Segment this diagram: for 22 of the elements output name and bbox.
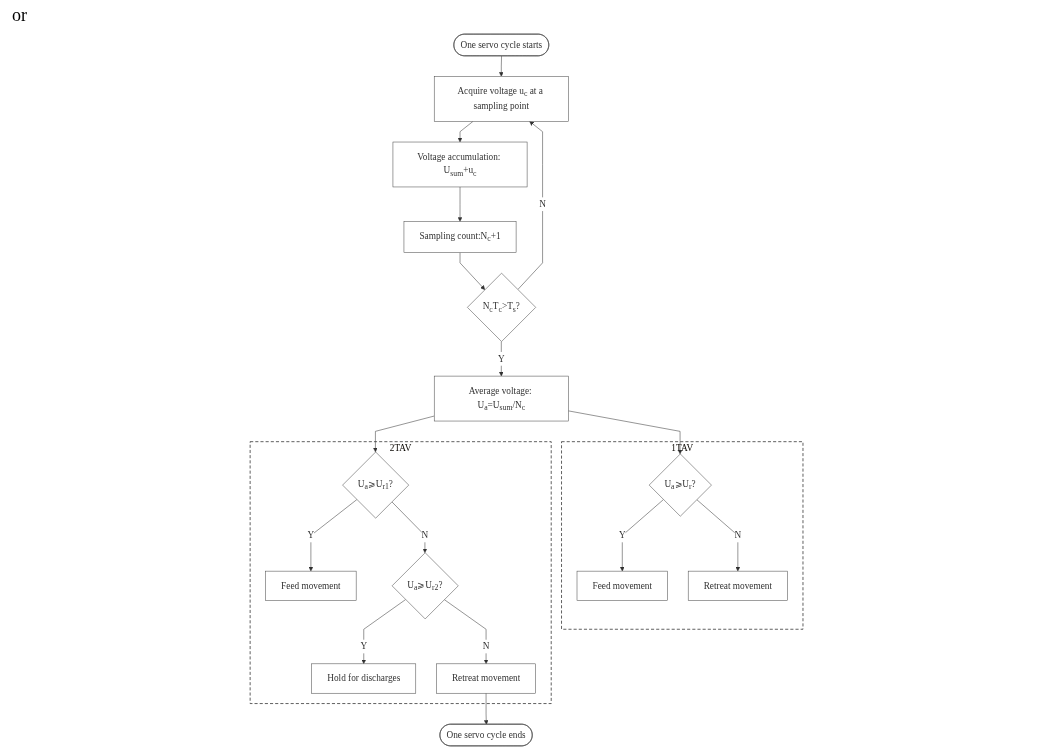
node-diamond: N$_{c}$T$_{c}$>T$_{s}$?	[467, 272, 537, 342]
node-box: Retreat movement	[688, 570, 789, 601]
edge-label: N	[539, 198, 547, 210]
edge-label: Y	[619, 530, 627, 541]
node-box: Sampling count:N$_{c}$+1	[404, 221, 517, 253]
node-diamond: U$_{a}$⩾U$_{r2}$?	[392, 552, 459, 620]
edge-label: N	[734, 530, 742, 541]
node-diamond: U$_{a}$⩾U$_{r1}$?	[342, 451, 410, 519]
edge-label: N	[422, 530, 429, 541]
node-box: Feed movement	[577, 570, 669, 601]
edge-label: Y	[307, 530, 315, 541]
node-box: Voltage accumulation: U$_{sum}$+u$_{c}$	[393, 141, 528, 188]
node-box: Feed movement	[265, 570, 357, 601]
node-diamond: U$_{a}$⩾U$_{r}$?	[649, 453, 713, 517]
node-box: Average voltage: U$_{a}$=U$_{sum}$/N$_{c}$	[434, 375, 570, 422]
edge-label: Y	[498, 353, 506, 364]
node-box: Acquire voltage u$_{c}$ at a sampling point	[434, 76, 570, 122]
node-box: Retreat movement	[436, 663, 537, 694]
edge-label: N	[483, 641, 490, 652]
note-text: or	[12, 4, 27, 26]
node-box: Hold for discharges	[311, 663, 417, 694]
edge-label: Y	[360, 641, 368, 652]
